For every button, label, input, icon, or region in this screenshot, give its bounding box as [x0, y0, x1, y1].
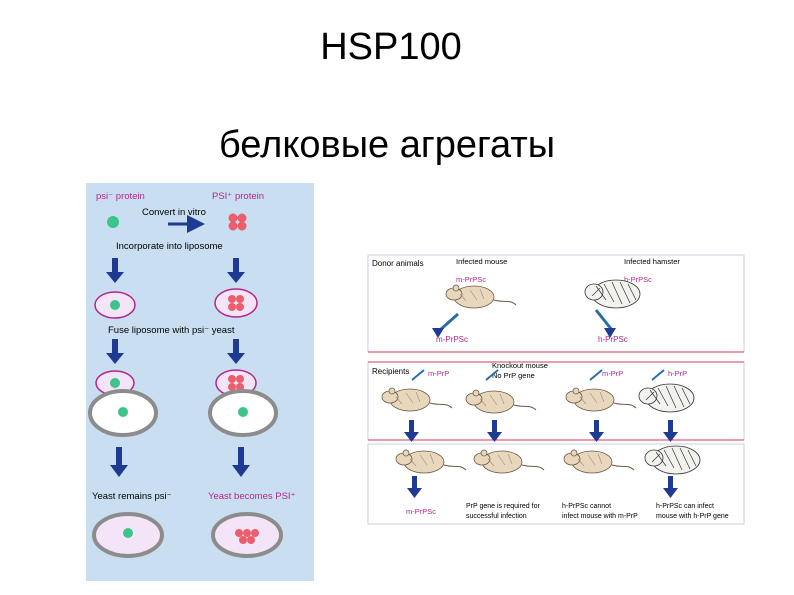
syringe-icon: [440, 314, 458, 330]
syringe-icon: [652, 370, 664, 380]
recipient-m-prp-label: m-PrP: [428, 369, 449, 378]
result-m-prp-sc-label: m-PrPSc: [406, 507, 436, 516]
recipients-label: Recipients: [372, 367, 409, 376]
recipient-hamster-image: [639, 384, 694, 412]
caption-h-prp-sc-can-infect: h-PrPSc can infect: [656, 503, 714, 510]
convert-in-vitro-label: Convert in vitro: [142, 207, 206, 218]
recipient-h-prp-label: h-PrP: [668, 369, 687, 378]
caption-prp-gene-required: PrP gene is required for: [466, 503, 540, 510]
liposome-psi-plus: [215, 289, 257, 317]
caption-h-prp-sc-cannot: h-PrPSc cannot: [562, 503, 611, 510]
green-protein-icon: [110, 378, 120, 388]
down-arrow-icon: [407, 476, 678, 498]
infected-hamster-image: [585, 280, 640, 308]
slide-subtitle: белковые агрегаты: [0, 124, 784, 167]
green-protein-icon: [110, 300, 120, 310]
green-protein-icon: [107, 216, 119, 228]
psi-plus-protein-label: PSI⁺ protein: [212, 191, 264, 202]
green-protein-icon: [238, 407, 248, 417]
syringe-icon: [412, 370, 424, 380]
donor-animals-label: Donor animals: [372, 259, 424, 268]
result-sick-mouse-image: [396, 450, 466, 473]
incorporate-liposome-label: Incorporate into liposome: [116, 241, 223, 252]
prion-transmission-diagram: Donor animals Infected mouse m-PrPSc Inf…: [366, 252, 746, 527]
m-prp-sc-label: m-PrPSc: [456, 275, 486, 284]
syringe-icon: [590, 370, 602, 380]
no-prp-gene-label: No PrP gene: [492, 371, 535, 380]
donor-section-frame: [368, 255, 744, 352]
recipient-m-prp-2-label: m-PrP: [602, 369, 623, 378]
yeast-remains-label: Yeast remains psi⁻: [92, 491, 172, 502]
result-healthy-mouse-image: [564, 450, 634, 473]
fuse-liposome-label: Fuse liposome with psi⁻ yeast: [108, 325, 235, 336]
green-protein-icon: [123, 528, 133, 538]
knockout-mouse-label: Knockout mouse: [492, 361, 548, 370]
slide-title: HSP100: [0, 26, 788, 69]
caption-successful-infection: successful infection: [466, 513, 527, 520]
h-prp-sc-transfer-label: h-PrPSc: [598, 335, 628, 344]
psi-minus-protein-label: psi⁻ protein: [96, 191, 145, 202]
infected-mouse-image: [446, 285, 516, 308]
recipient-mouse-image: [382, 388, 452, 411]
recipient-knockout-mouse-image: [466, 390, 536, 413]
caption-mouse-h-prp-gene: mouse with h-PrP gene: [656, 513, 729, 520]
result-healthy-mouse-image: [474, 450, 544, 473]
yeast-prion-diagram: psi⁻ protein PSI⁺ protein Convert in vit…: [86, 183, 316, 583]
yeast-becomes-label: Yeast becomes PSI⁺: [208, 491, 296, 502]
syringe-icon: [596, 310, 612, 330]
caption-infect-mouse-m-prp: infect mouse with m-PrP: [562, 513, 638, 520]
down-arrow-icon: [404, 420, 678, 442]
recipient-mouse-image: [566, 388, 636, 411]
infected-hamster-label: Infected hamster: [624, 257, 680, 266]
green-protein-icon: [118, 407, 128, 417]
result-sick-hamster-image: [645, 446, 700, 474]
infected-mouse-label: Infected mouse: [456, 257, 507, 266]
m-prp-sc-transfer-label: m-PrPSc: [436, 335, 468, 344]
